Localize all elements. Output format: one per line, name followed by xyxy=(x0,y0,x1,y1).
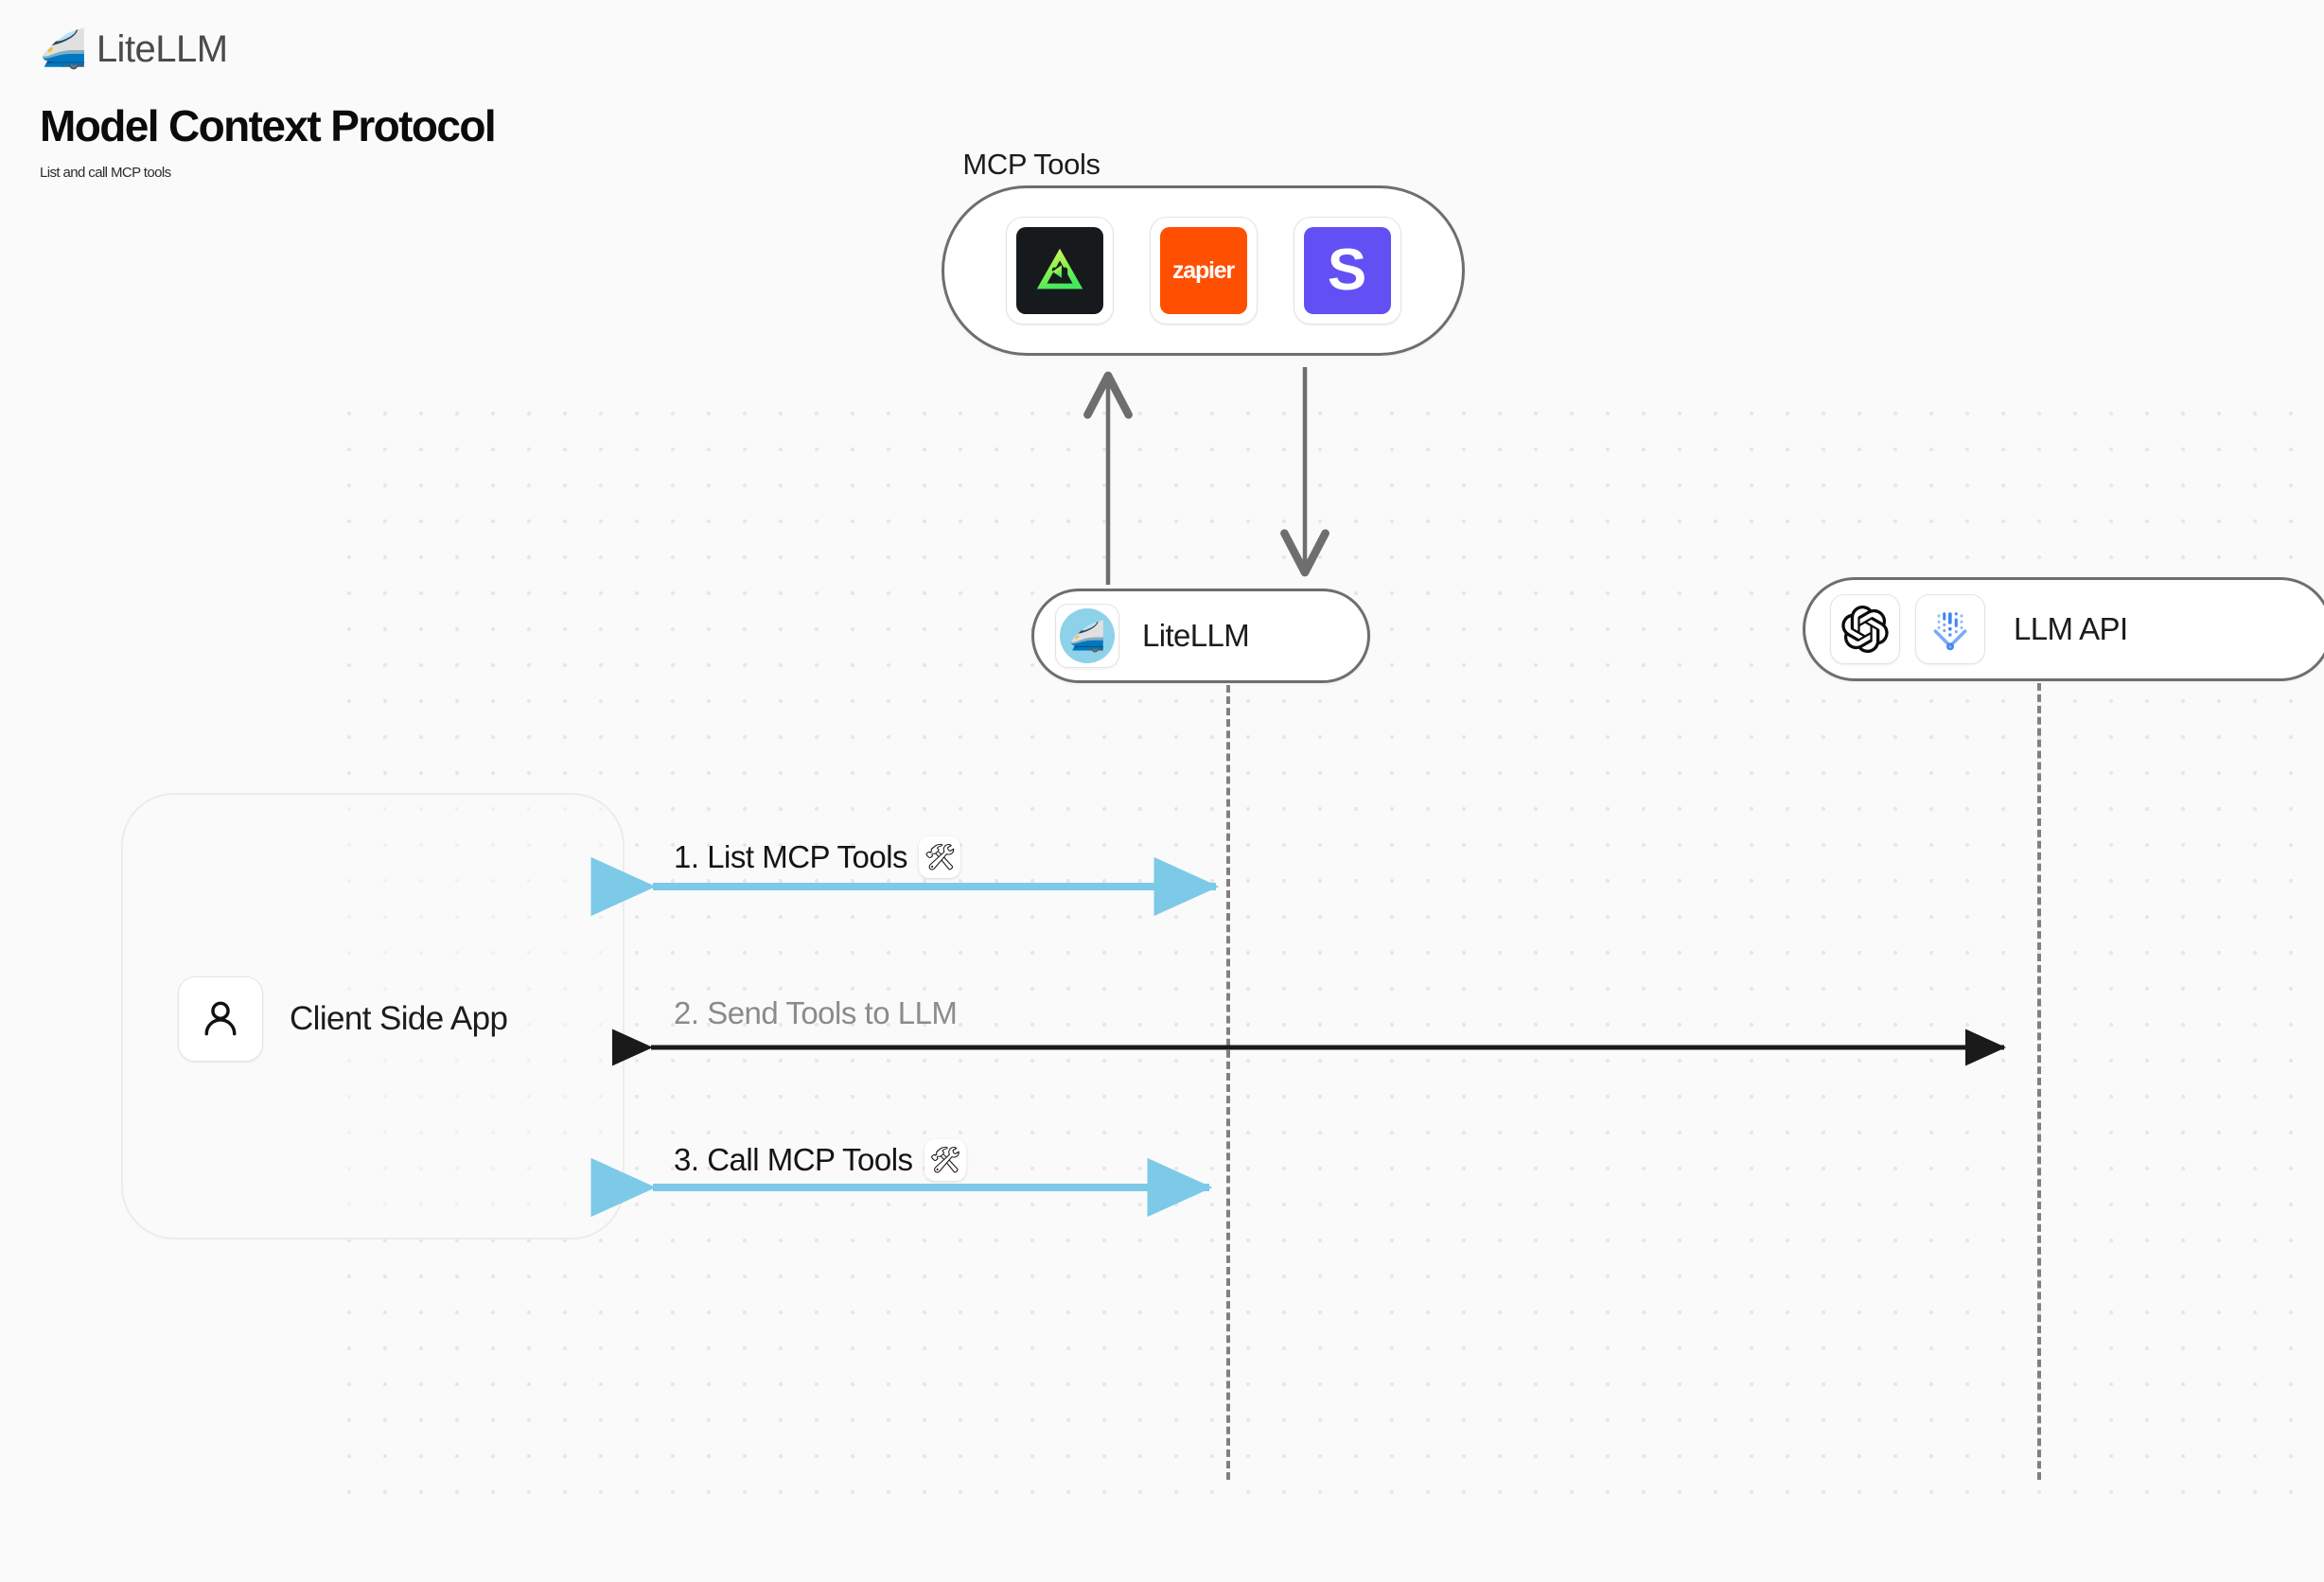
litellm-icon-chip: 🚄 xyxy=(1055,604,1119,668)
step-3-text: 3. Call MCP Tools xyxy=(674,1142,913,1177)
step-1-text: 1. List MCP Tools xyxy=(674,839,908,874)
brand-name: LiteLLM xyxy=(96,27,228,70)
step-1-label: 1. List MCP Tools 🛠 xyxy=(674,836,961,878)
page-title: Model Context Protocol xyxy=(40,101,497,150)
openai-logo-icon xyxy=(1841,606,1889,653)
client-side-app-label: Client Side App xyxy=(290,1000,508,1037)
openai-icon-chip xyxy=(1830,594,1900,664)
step-2-text: 2. Send Tools to LLM xyxy=(674,995,958,1030)
mcp-tool-chip-zapier[interactable]: zapier xyxy=(1149,217,1258,325)
step-3-label: 3. Call MCP Tools 🛠 xyxy=(674,1139,966,1181)
zapier-icon: zapier xyxy=(1159,227,1247,314)
node-litellm-label: LiteLLM xyxy=(1142,618,1250,653)
letter-s-glyph: S xyxy=(1327,237,1367,304)
lifeline-litellm xyxy=(1226,685,1230,1480)
person-icon-chip xyxy=(178,976,263,1062)
page-header: 🚄 LiteLLM Model Context Protocol List an… xyxy=(40,25,497,182)
hammer-and-wrench-icon: 🛠 xyxy=(924,1139,966,1181)
page-subtitle: List and call MCP tools xyxy=(40,165,171,181)
mcp-tools-group[interactable]: zapier S xyxy=(942,185,1465,356)
node-llm-api-label: LLM API xyxy=(2014,611,2128,646)
brand: 🚄 LiteLLM xyxy=(40,25,495,74)
person-icon xyxy=(204,1001,237,1036)
composio-icon xyxy=(1015,227,1103,314)
lifeline-llm-api xyxy=(2037,683,2041,1480)
step-2-label: 2. Send Tools to LLM xyxy=(674,995,958,1031)
mcp-tool-chip-composio[interactable] xyxy=(1005,217,1114,325)
node-llm-api[interactable]: LLM API xyxy=(1803,577,2324,681)
vertex-ai-logo-icon xyxy=(1933,612,1967,651)
client-side-app-node[interactable]: Client Side App xyxy=(178,976,508,1062)
bullet-train-icon: 🚄 xyxy=(40,28,87,70)
letter-s-icon: S xyxy=(1303,227,1391,314)
vertex-ai-icon-chip xyxy=(1915,594,1985,664)
mcp-tools-title: MCP Tools xyxy=(962,148,1100,181)
node-litellm[interactable]: 🚄 LiteLLM xyxy=(1031,589,1370,683)
bullet-train-icon: 🚄 xyxy=(1060,608,1115,663)
hammer-and-wrench-icon: 🛠 xyxy=(919,836,961,878)
mcp-tool-chip-sentry[interactable]: S xyxy=(1293,217,1401,325)
zapier-wordmark: zapier xyxy=(1171,256,1235,284)
